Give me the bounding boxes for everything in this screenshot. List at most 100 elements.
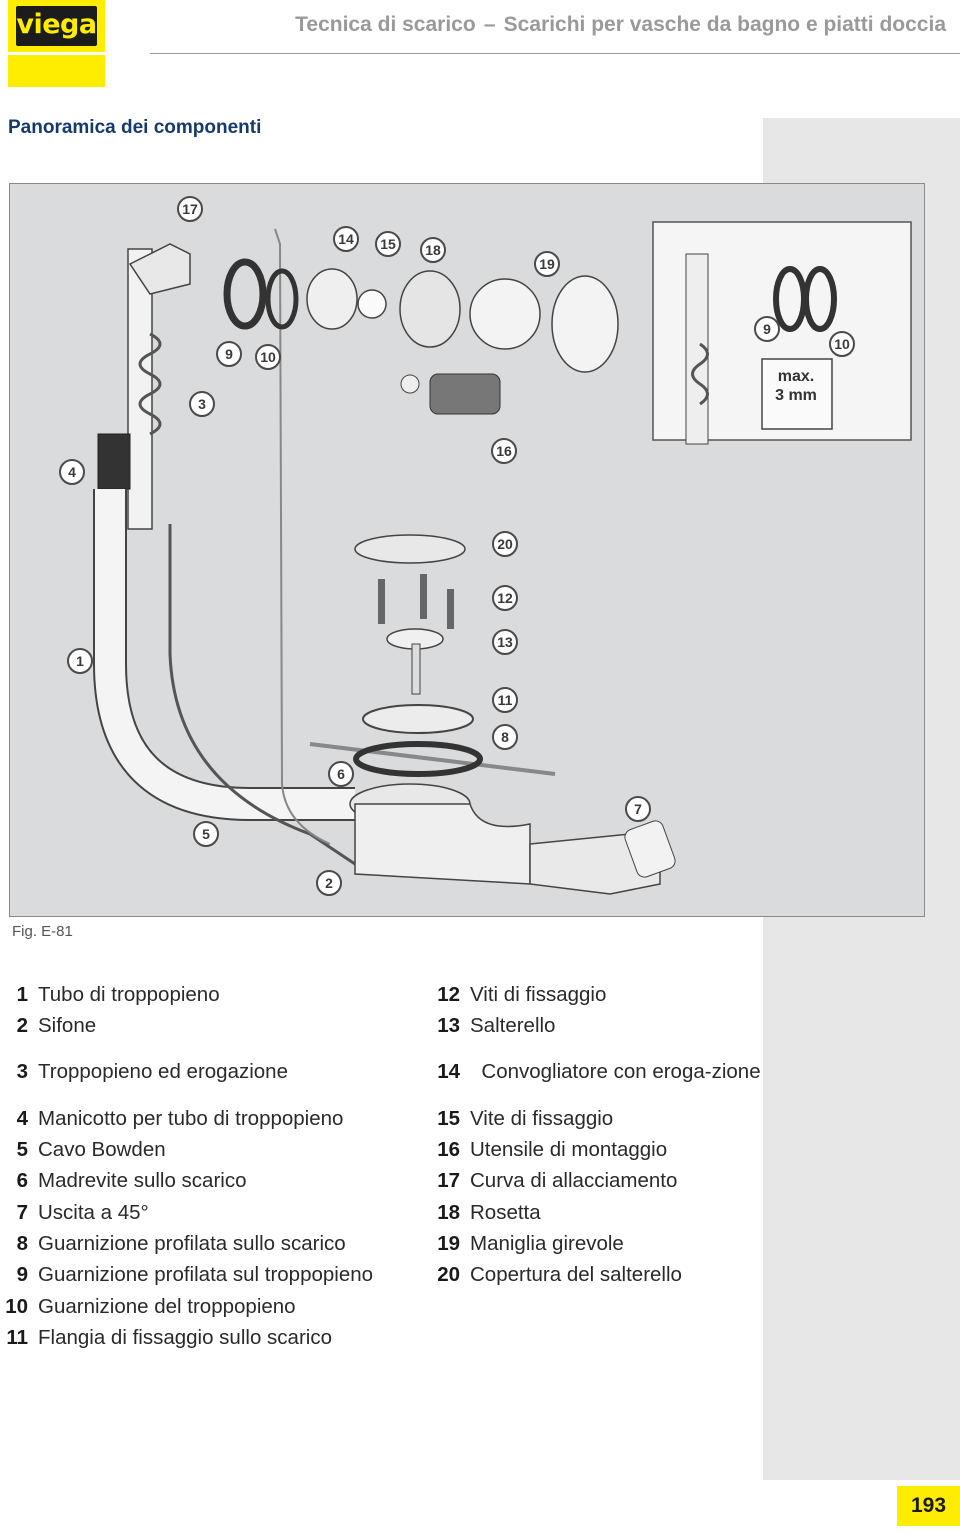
- legend-number: 18: [437, 1200, 460, 1224]
- legend-item: 4 Manicotto per tubo di troppopieno: [0, 1103, 344, 1134]
- legend-item: 19 Maniglia girevole: [432, 1228, 772, 1259]
- exploded-view-drawing: max. 3 mm 17 14 15 18 19 9 10 3 4 16 20 …: [59, 196, 912, 896]
- svg-text:13: 13: [497, 634, 513, 650]
- callout-14: 14: [333, 226, 359, 252]
- legend-number: 3: [16, 1060, 28, 1083]
- legend-item: 5 Cavo Bowden: [0, 1134, 340, 1165]
- svg-text:10: 10: [834, 336, 850, 352]
- svg-text:1: 1: [76, 653, 84, 669]
- callout-17: 17: [177, 196, 203, 222]
- legend-label: Madrevite sullo scarico: [38, 1168, 247, 1192]
- svg-text:9: 9: [763, 321, 771, 337]
- legend-label: Troppopieno ed erogazione: [38, 1060, 288, 1083]
- legend-label: Cavo Bowden: [38, 1137, 166, 1161]
- legend-number: 2: [16, 1013, 28, 1037]
- legend-label: Guarnizione del troppopieno: [38, 1294, 296, 1318]
- figure-caption: Fig. E-81: [12, 923, 73, 940]
- inset-label-line2: 3 mm: [775, 387, 817, 404]
- legend-label: Flangia di fissaggio sullo scarico: [38, 1325, 332, 1349]
- legend-item: 17 Curva di allacciamento: [432, 1165, 772, 1196]
- svg-text:15: 15: [380, 236, 396, 252]
- legend-number: 4: [16, 1106, 28, 1130]
- callout-5: 5: [193, 821, 219, 847]
- svg-text:3: 3: [198, 396, 206, 412]
- svg-text:16: 16: [496, 443, 512, 459]
- legend-number: 7: [16, 1200, 28, 1224]
- legend-item: 18 Rosetta: [432, 1197, 772, 1228]
- legend-item: 15 Vite di fissaggio: [432, 1103, 772, 1134]
- legend-number: 8: [16, 1231, 28, 1255]
- callout-15: 15: [375, 231, 401, 257]
- legend-number: 11: [6, 1325, 28, 1349]
- inset-label-line1: max.: [778, 368, 814, 385]
- svg-text:20: 20: [497, 536, 513, 552]
- callout-18: 18: [420, 237, 446, 263]
- callout-8: 8: [492, 724, 518, 750]
- logo-stripe: [8, 55, 105, 87]
- legend-label: Guarnizione profilata sullo scarico: [38, 1231, 346, 1255]
- legend-number: 12: [437, 982, 460, 1006]
- legend-item: 14 Convogliatore con eroga-zione: [432, 1041, 772, 1103]
- viega-logo: viega: [8, 0, 105, 52]
- callout-3: 3: [189, 391, 215, 417]
- logo-text: viega: [16, 9, 97, 40]
- legend-number: 20: [437, 1262, 460, 1286]
- callout-12: 12: [492, 585, 518, 611]
- legend-item: 3 Troppopieno ed erogazione: [0, 1041, 340, 1103]
- legend-label: Manicotto per tubo di troppopieno: [38, 1106, 344, 1130]
- svg-text:11: 11: [498, 692, 513, 708]
- legend-item: 20 Copertura del salterello: [432, 1259, 772, 1290]
- callout-4: 4: [59, 459, 85, 485]
- header-title-left: Tecnica di scarico: [295, 13, 476, 36]
- header-separator: –: [483, 13, 496, 36]
- callout-20: 20: [492, 531, 518, 557]
- callout-16: 16: [491, 438, 517, 464]
- header-title-right: Scarichi per vasche da bagno e piatti do…: [503, 13, 946, 36]
- inset-callout-9: 9: [754, 316, 780, 342]
- svg-text:18: 18: [425, 242, 441, 258]
- section-title: Panoramica dei componenti: [8, 117, 262, 138]
- callout-13: 13: [492, 629, 518, 655]
- legend-number: 15: [437, 1106, 460, 1130]
- legend-number: 5: [16, 1137, 28, 1161]
- legend-number: 6: [16, 1168, 28, 1192]
- legend-label: Guarnizione profilata sul troppopieno: [38, 1262, 374, 1286]
- legend-item: 6 Madrevite sullo scarico: [0, 1165, 340, 1196]
- legend-item: 7 Uscita a 45°: [0, 1197, 340, 1228]
- legend-label: Curva di allacciamento: [470, 1168, 678, 1192]
- legend-label: Salterello: [470, 1013, 556, 1037]
- legend-label: Uscita a 45°: [38, 1200, 149, 1224]
- callout-6: 6: [328, 761, 354, 787]
- svg-text:2: 2: [325, 875, 333, 891]
- legend-item: 10 Guarnizione del troppopieno: [0, 1291, 340, 1322]
- legend-label: Convogliatore con eroga-zione: [481, 1060, 761, 1083]
- legend-label: Rosetta: [470, 1200, 541, 1224]
- legend-label: Vite di fissaggio: [470, 1106, 614, 1130]
- svg-text:8: 8: [501, 729, 509, 745]
- svg-text:17: 17: [182, 201, 198, 217]
- legend-number: 17: [437, 1168, 460, 1192]
- legend-item: 9 Guarnizione profilata sul troppopieno: [0, 1259, 373, 1290]
- legend-number: 13: [437, 1013, 460, 1037]
- legend-number: 9: [16, 1262, 28, 1286]
- legend-number: 19: [437, 1231, 460, 1255]
- legend-label: Copertura del salterello: [470, 1262, 682, 1286]
- svg-text:10: 10: [260, 349, 276, 365]
- svg-text:5: 5: [202, 826, 210, 842]
- callout-9: 9: [216, 341, 242, 367]
- svg-text:12: 12: [497, 590, 513, 606]
- legend-label: Maniglia girevole: [470, 1231, 624, 1255]
- svg-text:14: 14: [338, 231, 354, 247]
- legend-label: Tubo di troppopieno: [38, 982, 220, 1006]
- callout-7: 7: [625, 796, 651, 822]
- legend-number: 1: [16, 982, 28, 1006]
- svg-text:7: 7: [634, 801, 642, 817]
- inset-callout-10: 10: [829, 331, 855, 357]
- legend-item: 1 Tubo di troppopieno: [0, 979, 340, 1010]
- callout-2: 2: [316, 870, 342, 896]
- legend-number: 10: [5, 1294, 28, 1318]
- header-title: Tecnica di scarico–Scarichi per vasche d…: [295, 13, 946, 37]
- legend-number: 14: [437, 1060, 460, 1083]
